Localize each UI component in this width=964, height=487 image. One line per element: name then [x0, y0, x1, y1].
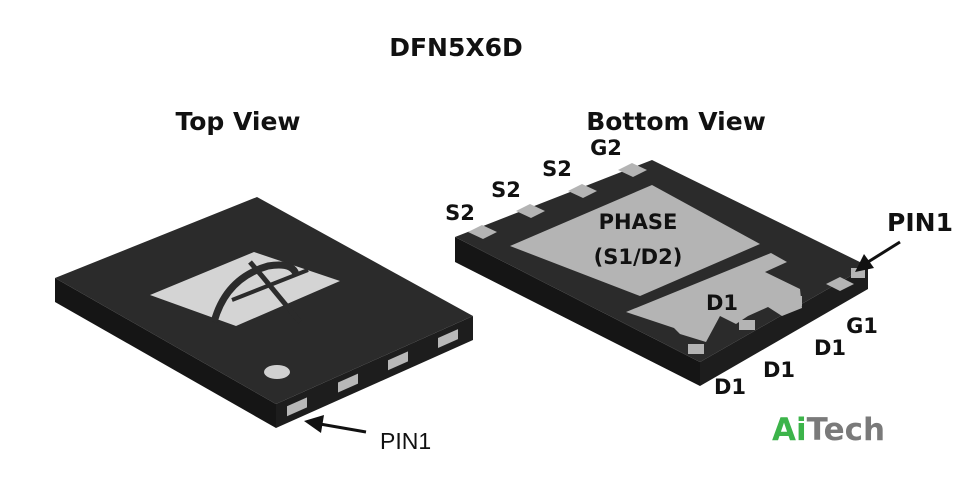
top-package-side-right: [276, 316, 473, 428]
pin-label-g1: G1: [846, 314, 878, 338]
bottom-pin1-arrow: [855, 240, 901, 272]
bottom-view-heading: Bottom View: [586, 107, 766, 136]
bottom-side-pin-4: [786, 296, 802, 306]
top-side-pin-3: [388, 351, 408, 371]
pad-s2-3: [568, 184, 597, 198]
bottom-pin1-label: PIN1: [887, 208, 953, 237]
aitech-watermark-part1: Ai: [772, 412, 807, 448]
bottom-view-package: [455, 160, 868, 386]
bottom-package-side-left: [455, 237, 700, 386]
pad-g1: [826, 277, 854, 291]
bottom-package-side-right: [700, 266, 868, 386]
pad-s2-2: [516, 204, 545, 218]
top-side-pin-2: [338, 373, 358, 393]
pin-label-d1-3: D1: [814, 336, 846, 360]
diagram-title: DFN5X6D: [389, 33, 523, 62]
pin-label-d1-2: D1: [763, 358, 795, 382]
bottom-side-pin-1: [851, 268, 865, 278]
top-pin1-arrow: [304, 415, 367, 434]
pad-g2: [618, 163, 647, 177]
logo-mark: [210, 260, 309, 324]
top-view-package: [55, 197, 473, 428]
top-pin1-label: PIN1: [380, 428, 431, 454]
top-side-pin-1: [287, 397, 307, 417]
pad-d1-label: D1: [706, 291, 738, 315]
aitech-watermark: AiTech: [772, 412, 885, 448]
pin-label-s2-2: S2: [491, 178, 521, 202]
pin-label-g2: G2: [590, 136, 622, 160]
pad-phase: [510, 185, 760, 296]
bottom-side-pin-2: [688, 344, 704, 354]
pin1-dot: [264, 365, 290, 379]
top-side-pin-4: [438, 329, 458, 348]
pad-phase-label-line1: PHASE: [599, 210, 678, 234]
bottom-side-pin-3: [739, 320, 755, 330]
pin-label-s2-1: S2: [445, 201, 475, 225]
top-view-heading: Top View: [175, 107, 300, 136]
aitech-watermark-part2: Tech: [807, 412, 886, 448]
pad-phase-label-line2: (S1/D2): [594, 245, 683, 269]
top-package-side-left: [55, 278, 276, 428]
pin-label-d1-1: D1: [714, 375, 746, 399]
pad-d1: [626, 253, 802, 342]
pad-s2-1: [468, 225, 497, 239]
pin-label-s2-3: S2: [542, 157, 572, 181]
